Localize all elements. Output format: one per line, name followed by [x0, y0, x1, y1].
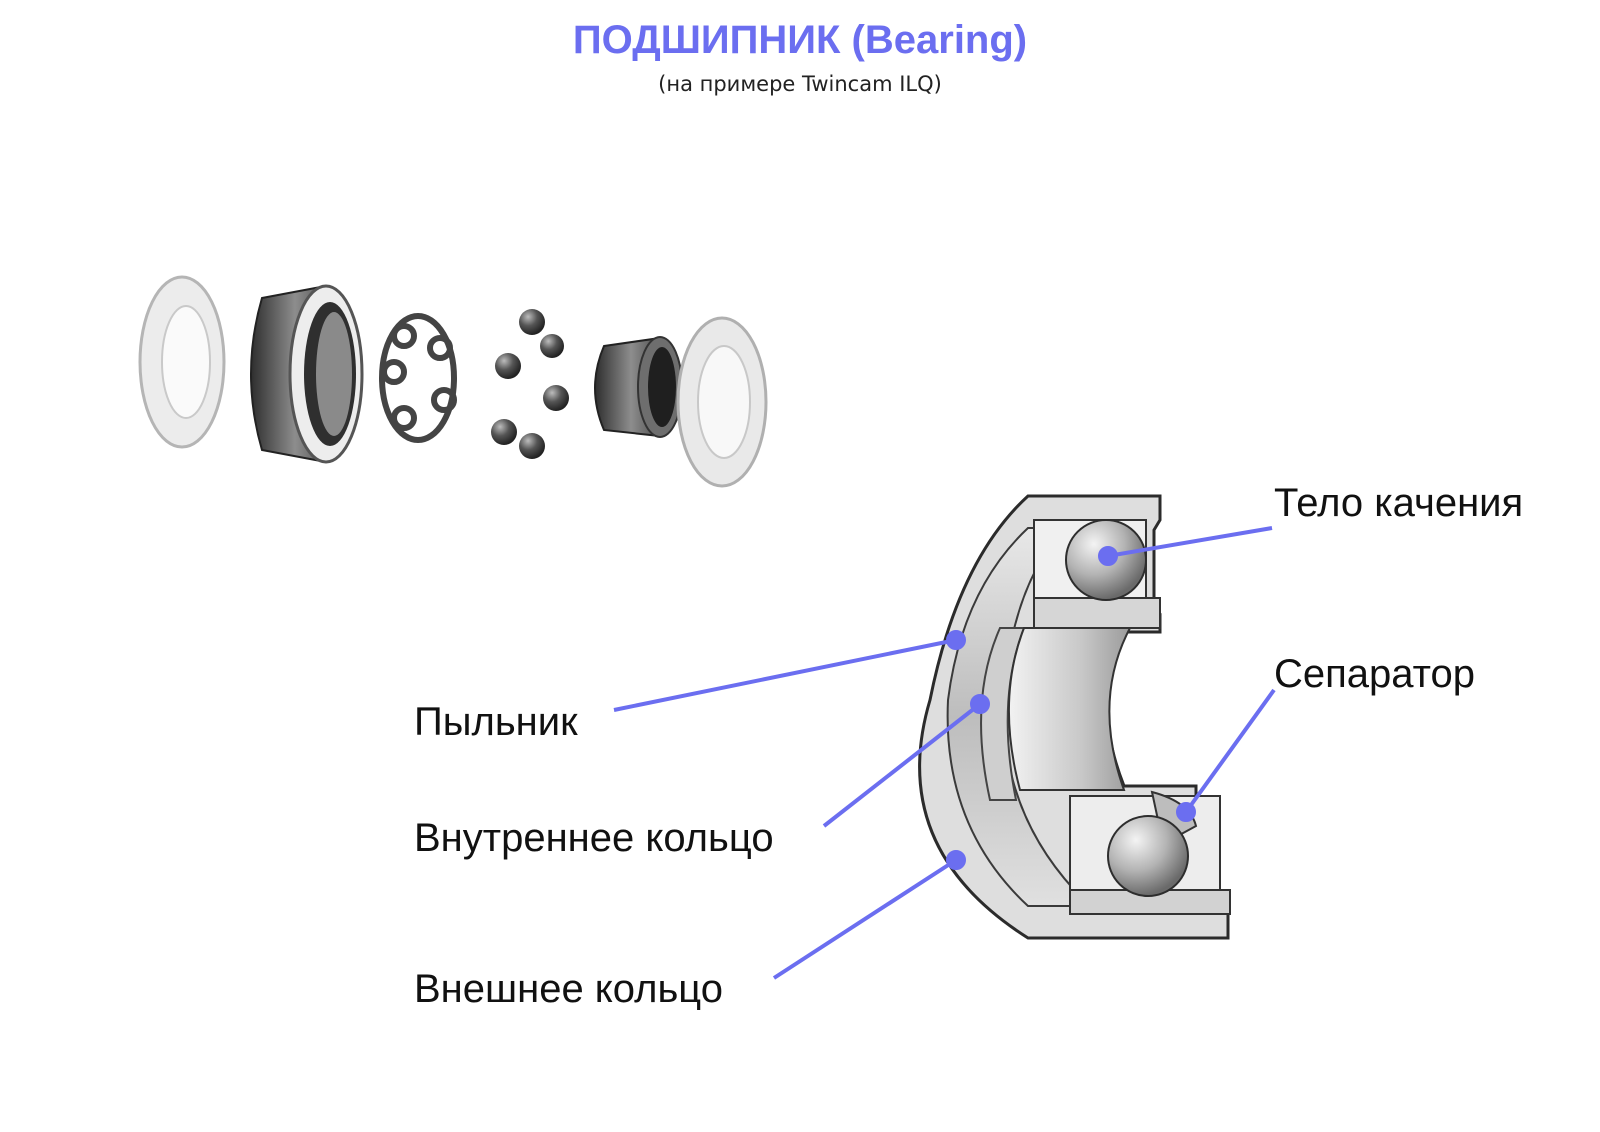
page-subtitle: (на примере Twincam ILQ) [658, 72, 942, 96]
leader-rolling-element [1107, 526, 1273, 558]
leader-dot-inner-ring [970, 694, 990, 714]
leader-dot-cage [1176, 802, 1196, 822]
leader-lines [613, 526, 1276, 980]
leader-dot-rolling-element [1098, 546, 1118, 566]
label-shield: Пыльник [414, 700, 578, 744]
shield-disk-right [676, 316, 768, 488]
label-outer-ring: Внешнее кольцо [414, 967, 724, 1011]
outer-ring-part [250, 284, 364, 464]
leader-dot-shield [946, 630, 966, 650]
cage-part [379, 313, 457, 443]
leader-dot-outer-ring [946, 850, 966, 870]
leader-inner-ring [822, 702, 982, 828]
leader-cage [1184, 688, 1276, 814]
shield-disk-left [138, 275, 226, 449]
exploded-view [138, 275, 768, 488]
leader-shield [613, 638, 957, 712]
inner-ring-part [594, 336, 683, 438]
page-title: ПОДШИПНИК (Bearing) [572, 18, 1028, 62]
label-inner-ring: Внутреннее кольцо [414, 816, 774, 860]
balls-part [491, 309, 569, 459]
label-cage: Сепаратор [1274, 652, 1476, 696]
leader-outer-ring [772, 858, 958, 980]
label-rolling-element: Тело качения [1274, 481, 1524, 525]
